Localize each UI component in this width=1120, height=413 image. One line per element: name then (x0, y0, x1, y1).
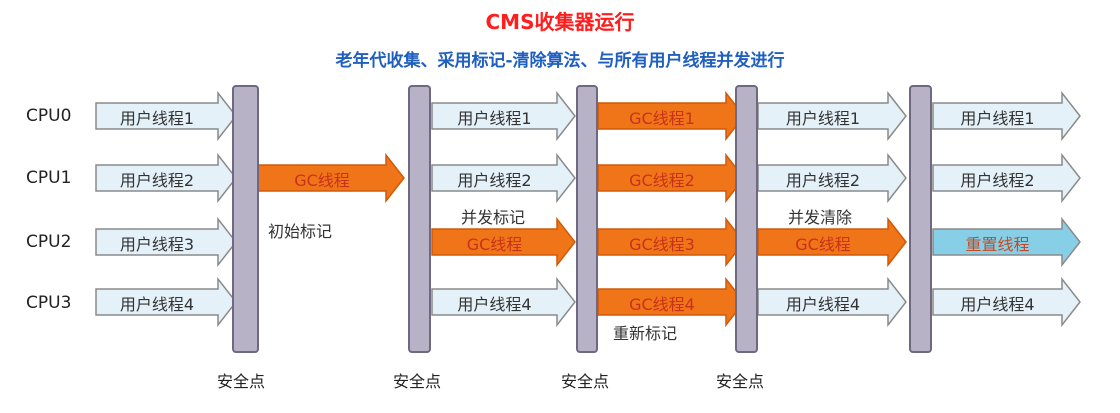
gc-label-s2-cpu1: GC线程 (294, 171, 350, 190)
thread-label-s3-cpu3: 用户线程4 (457, 295, 532, 314)
phase-initial-mark: 初始标记 (268, 222, 333, 241)
thread-arrow-s1-cpu1 (95, 152, 237, 204)
gc-label-s4-cpu0: GC线程1 (629, 109, 695, 128)
thread-arrow-s5-cpu1 (757, 152, 907, 204)
thread-label-s6-cpu0: 用户线程1 (960, 109, 1035, 128)
safepoint-column-2 (408, 85, 431, 353)
thread-arrow-s1-cpu2 (95, 216, 237, 268)
gc-label-s4-cpu3: GC线程4 (629, 295, 695, 314)
thread-arrow-s5-cpu0 (757, 90, 907, 142)
thread-arrow-s1-cpu3 (95, 276, 237, 328)
safepoint-column-3 (576, 85, 598, 353)
thread-arrow-s6-cpu3 (932, 276, 1081, 328)
phase-concurrent-sweep: 并发清除 (788, 208, 853, 227)
cpu-label-0: CPU0 (26, 106, 72, 126)
thread-arrow-s5-cpu3 (757, 276, 907, 328)
thread-label-s6-cpu3: 用户线程4 (960, 295, 1035, 314)
thread-label-s5-cpu0: 用户线程1 (785, 109, 861, 128)
thread-arrow-s3-cpu3 (431, 276, 576, 328)
thread-arrow-s6-cpu1 (932, 152, 1081, 204)
gc-arrow-s2-cpu1 (257, 152, 405, 204)
thread-arrow-s3-cpu1 (431, 152, 576, 204)
pause-label-s6-cpu2: 重置线程 (965, 235, 1030, 254)
safepoint-label-2: 安全点 (392, 372, 441, 391)
gc-label-s4-cpu2: GC线程3 (629, 235, 695, 254)
diagram-subtitle: 老年代收集、采用标记-清除算法、与所有用户线程并发进行 (335, 51, 785, 71)
thread-label-s1-cpu0: 用户线程1 (119, 109, 195, 128)
safepoint-column-5 (909, 85, 932, 353)
safepoint-column-1 (232, 85, 259, 353)
safepoint-label-3: 安全点 (560, 372, 609, 391)
thread-arrow-s1-cpu0 (95, 90, 237, 142)
thread-arrow-s3-cpu0 (431, 90, 576, 142)
thread-label-s1-cpu1: 用户线程2 (119, 171, 195, 190)
cpu-label-1: CPU1 (26, 168, 72, 188)
gc-label-s5-cpu2: GC线程 (795, 235, 851, 254)
phase-concurrent-mark: 并发标记 (461, 208, 526, 227)
thread-label-s1-cpu2: 用户线程3 (119, 235, 195, 254)
cpu-label-2: CPU2 (26, 232, 72, 252)
gc-arrow-s5-cpu2 (757, 216, 907, 268)
cpu-label-3: CPU3 (26, 293, 72, 313)
thread-label-s3-cpu0: 用户线程1 (457, 109, 532, 128)
thread-label-s5-cpu3: 用户线程4 (785, 295, 861, 314)
pause-arrow-s6-cpu2 (932, 216, 1081, 268)
diagram-title: CMS收集器运行 (485, 10, 635, 34)
safepoint-label-1: 安全点 (216, 372, 265, 391)
safepoint-label-4: 安全点 (715, 372, 764, 391)
thread-label-s3-cpu1: 用户线程2 (457, 171, 532, 190)
thread-label-s6-cpu1: 用户线程2 (960, 171, 1035, 190)
gc-label-s4-cpu1: GC线程2 (629, 171, 695, 190)
phase-remark: 重新标记 (613, 324, 678, 343)
safepoint-column-4 (735, 85, 758, 353)
gc-label-s3-cpu2: GC线程 (466, 235, 523, 254)
thread-label-s1-cpu3: 用户线程4 (119, 295, 195, 314)
thread-arrow-s6-cpu0 (932, 90, 1081, 142)
gc-arrow-s3-cpu2 (431, 216, 576, 268)
thread-label-s5-cpu1: 用户线程2 (785, 171, 861, 190)
